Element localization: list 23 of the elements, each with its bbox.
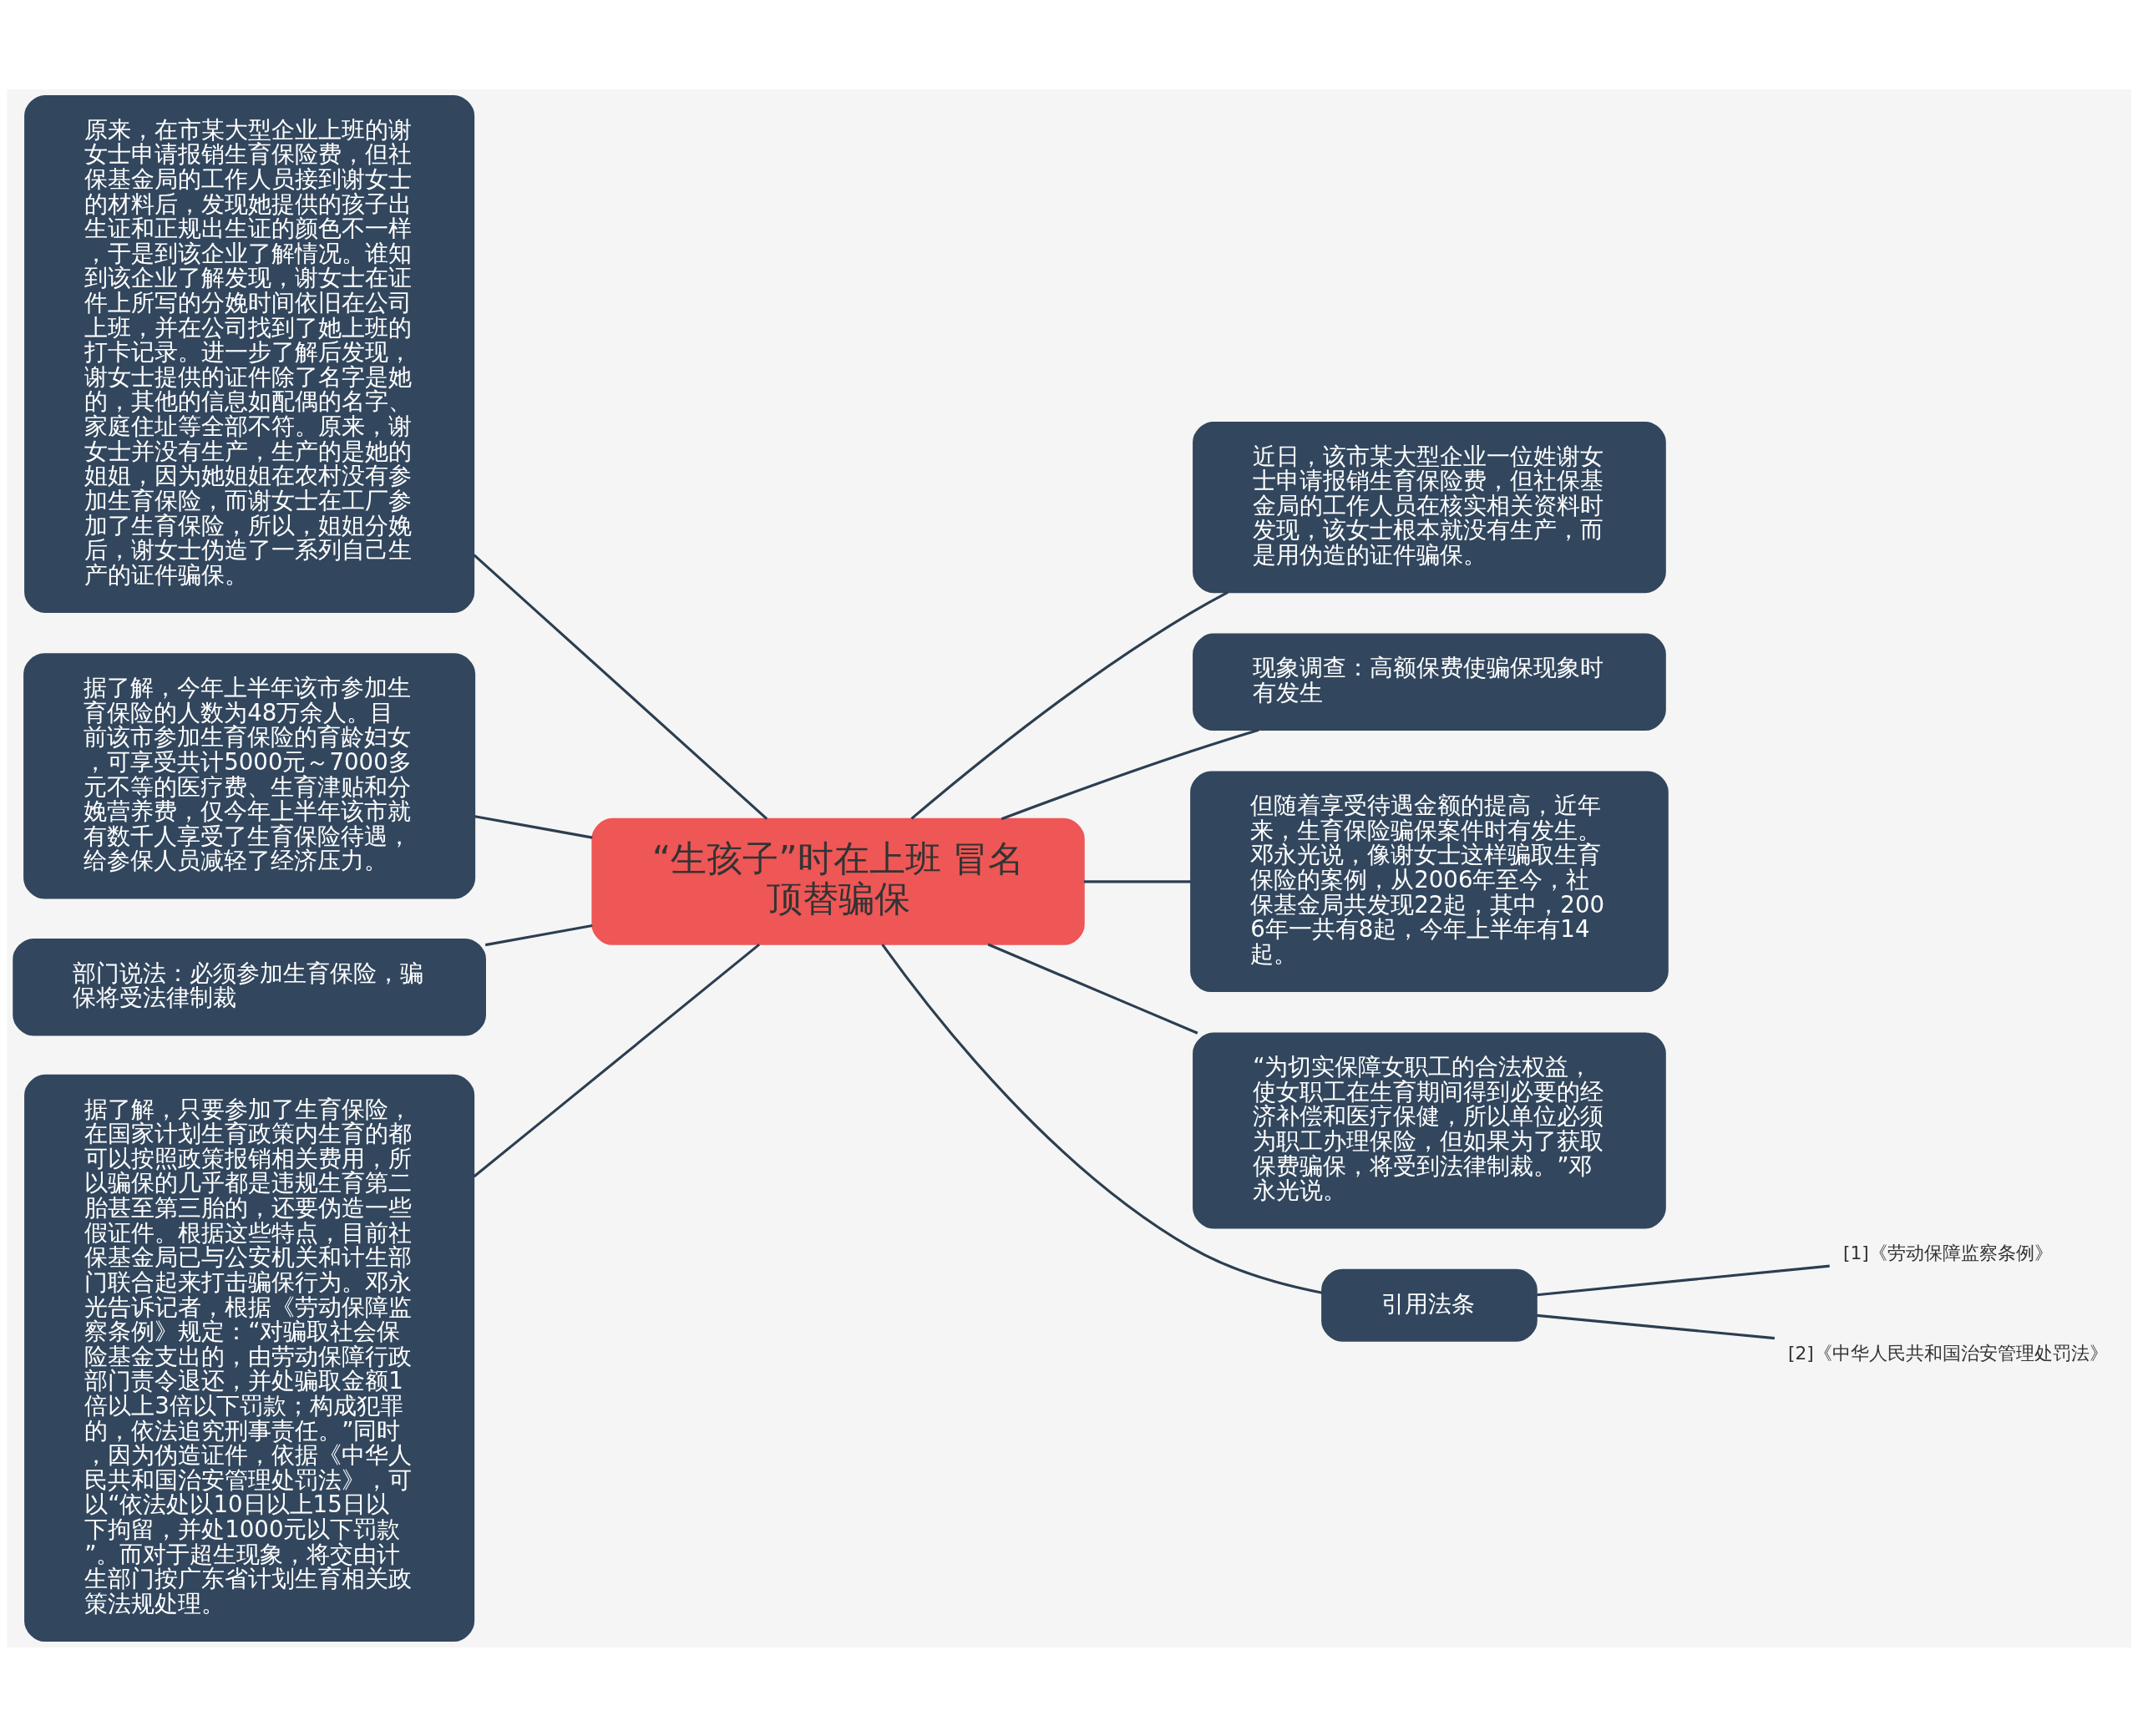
connector xyxy=(1001,728,1259,820)
connector xyxy=(473,943,761,1177)
node-text: [2]《中华人民共和国治安管理处罚法》 xyxy=(1787,1342,2108,1364)
node-box: 部门说法：必须参加生育保险，骗保将受法律制裁 xyxy=(13,938,486,1035)
connector xyxy=(484,924,593,946)
node-box: 据了解，今年上半年该市参加生育保险的人数为48万余人。目前该市参加生育保险的育龄妇女，可享受共计5000元～7000多元不等的医疗费、生育津贴和分娩营养费，仅今年上半年该市就有数千人享受了生育保险待遇，给参保人员减轻了经济压力。 xyxy=(23,652,476,899)
node-box: “生孩子”时在上班 冒名顶替骗保 xyxy=(591,817,1085,945)
connector xyxy=(1537,1264,1830,1296)
connector xyxy=(987,943,1198,1035)
node-box: 引用法条 xyxy=(1321,1268,1538,1342)
node-box: 近日，该市某大型企业一位姓谢女士申请报销生育保险费，但社保基金局的工作人员在核实相关资料时发现，该女士根本就没有生产，而是用伪造的证件骗保。 xyxy=(1193,421,1666,593)
node-text: [1]《劳动保障监察条例》 xyxy=(1843,1242,2053,1263)
node-box: “为切实保障女职工的合法权益，使女职工在生育期间得到必要的经济补偿和医疗保健，所以单位必须为职工办理保险，但如果为了获取保费骗保，将受到法律制裁。”邓永光说。 xyxy=(1193,1031,1666,1228)
node-box: 但随着享受待遇金额的提高，近年来，生育保险骗保案件时有发生。邓永光说，像谢女士这样骗取生育保险的案例，从2006年至今，社保基金局共发现22起，其中，2006年一共有8起，今年上半年有14起。 xyxy=(1190,771,1669,992)
connector xyxy=(881,943,1323,1294)
connector xyxy=(474,814,593,839)
node-box: 原来，在市某大型企业上班的谢女士申请报销生育保险费，但社保基金局的工作人员接到谢女士的材料后，发现她提供的孩子出生证和正规出生证的颜色不一样，于是到该企业了解情况。谁知到该企业了解发现，谢女士在证件上所写的分娩时间依旧在公司上班，并在公司找到了她上班的打卡记录。进一步了解后发现，谢女士提供的证件除了名字是她的，其他的信息如配偶的名字、家庭住址等全部不符。原来，谢女士并没有生产，生产的是她的姐姐，因为她姐姐在农村没有参加生育保险，而谢女士在工厂参加了生育保险，所以，姐姐分娩后，谢女士伪造了一系列自己生产的证件骗保。 xyxy=(24,94,475,613)
connector xyxy=(1537,1313,1775,1339)
node-box: 据了解，只要参加了生育保险，在国家计划生育政策内生育的都可以按照政策报销相关费用，所以骗保的几乎都是违规生育第二胎甚至第三胎的，还要伪造一些假证件。根据这些特点，目前社保基金局已与公安机关和计生部门联合起来打击骗保行为。邓永光告诉记者，根据《劳动保障监察条例》规定：“对骗取社会保险基金支出的，由劳动保障行政部门责令退还，并处骗取金额1倍以上3倍以下罚款；构成犯罪的，依法追究刑事责任。”同时，因为伪造证件，依据《中华人民共和国治安管理处罚法》，可以“依法处以10日以上15日以下拘留，并处1000元以下罚款”。而对于超生现象，将交由计生部门按广东省计划生育相关政策法规处理。 xyxy=(24,1074,475,1642)
connector xyxy=(910,590,1229,820)
connector xyxy=(1083,879,1191,883)
node-box: 现象调查：高额保费使骗保现象时有发生 xyxy=(1193,633,1666,731)
connector xyxy=(473,553,768,820)
